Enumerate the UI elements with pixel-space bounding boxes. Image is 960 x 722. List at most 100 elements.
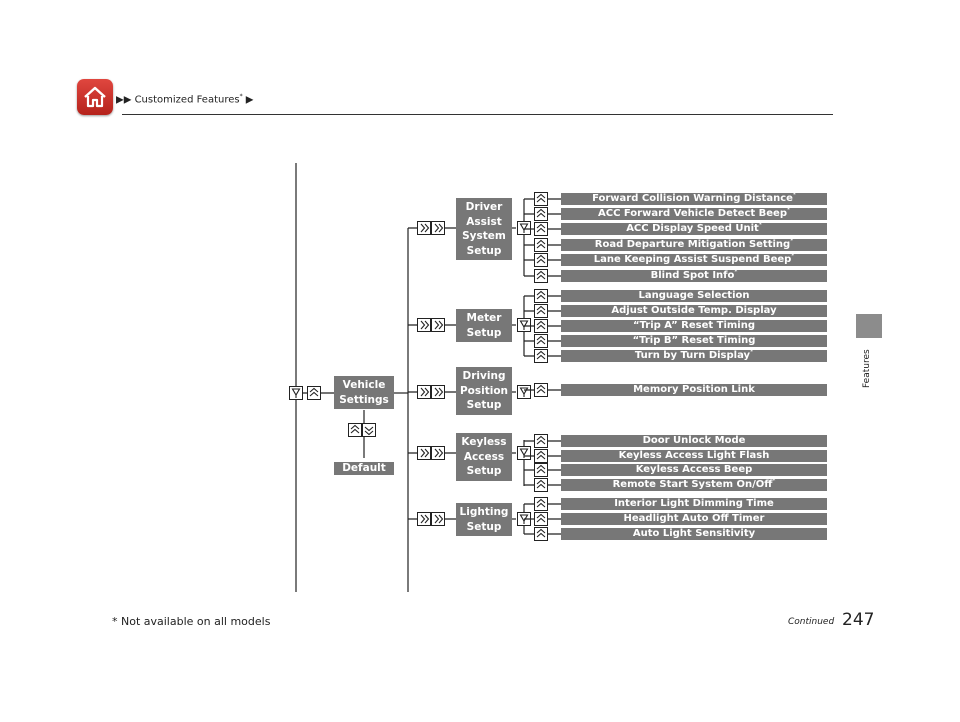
up-button-icon	[533, 477, 549, 493]
scroll-button-icon	[416, 220, 432, 236]
menu-item[interactable]: “Trip A” Reset Timing	[561, 320, 827, 332]
up-button-icon	[533, 333, 549, 349]
header-rule	[122, 114, 833, 115]
menu-item-label: Auto Light Sensitivity	[632, 528, 756, 539]
section-tab[interactable]	[856, 314, 882, 338]
select-button-icon	[516, 220, 532, 236]
menu-item-label: ACC Display Speed Unit	[626, 223, 759, 234]
group-box-driver-assist[interactable]: Driver Assist System Setup	[456, 198, 512, 260]
home-button[interactable]	[77, 79, 113, 115]
up-button-icon	[533, 511, 549, 527]
up-button-icon	[533, 237, 549, 253]
menu-item[interactable]: Remote Start System On/Off*	[561, 479, 827, 491]
continued-label: Continued	[788, 617, 835, 627]
select-button-icon	[516, 317, 532, 333]
up-button-icon	[533, 348, 549, 364]
menu-item-label: Remote Start System On/Off	[612, 479, 773, 490]
group-box-driving-position[interactable]: Driving Position Setup	[456, 367, 512, 415]
menu-item-label: Interior Light Dimming Time	[614, 498, 774, 509]
group-box-lighting[interactable]: Lighting Setup	[456, 503, 512, 536]
page-number: 247	[842, 610, 875, 630]
group-label: Keyless Access Setup	[461, 436, 507, 477]
menu-item-label: Forward Collision Warning Distance	[592, 193, 793, 204]
scroll-button-icon	[416, 445, 432, 461]
menu-item[interactable]: Adjust Outside Temp. Display	[561, 305, 827, 317]
menu-item-label: Road Departure Mitigation Setting	[594, 239, 791, 250]
up-button-icon	[533, 191, 549, 207]
not-available-mark: *	[750, 350, 754, 356]
menu-item[interactable]: Turn by Turn Display*	[561, 350, 827, 362]
menu-item-label: “Trip B” Reset Timing	[632, 335, 756, 346]
not-available-mark: *	[787, 208, 790, 214]
select-button-icon	[288, 385, 304, 401]
menu-item-label: “Trip A” Reset Timing	[632, 320, 756, 331]
up-button-icon	[306, 385, 322, 401]
menu-item[interactable]: Memory Position Link	[561, 384, 827, 396]
menu-item[interactable]: ACC Forward Vehicle Detect Beep*	[561, 208, 827, 220]
menu-item[interactable]: Language Selection	[561, 290, 827, 302]
scroll-button-icon	[430, 384, 446, 400]
breadcrumb-arrow-icon: ▶	[245, 94, 254, 106]
select-button-icon	[516, 384, 532, 400]
group-box-keyless-access[interactable]: Keyless Access Setup	[456, 433, 512, 481]
menu-item-label: Turn by Turn Display	[634, 350, 751, 361]
menu-item[interactable]: Keyless Access Beep	[561, 464, 827, 476]
breadcrumb-mark: *	[239, 93, 243, 100]
root-category-label: Vehicle Settings	[339, 379, 389, 406]
up-button-icon	[533, 252, 549, 268]
group-label: Driver Assist System Setup	[462, 201, 506, 257]
not-available-mark: *	[790, 239, 794, 245]
scroll-button-icon	[416, 384, 432, 400]
footnote: * Not available on all models	[112, 615, 271, 628]
menu-item[interactable]: Forward Collision Warning Distance*	[561, 193, 827, 205]
not-available-mark: *	[792, 193, 796, 199]
up-button-icon	[533, 303, 549, 319]
up-button-icon	[533, 526, 549, 542]
menu-item[interactable]: “Trip B” Reset Timing	[561, 335, 827, 347]
menu-item[interactable]: Keyless Access Light Flash	[561, 450, 827, 462]
scroll-button-icon	[416, 511, 432, 527]
menu-item[interactable]: Interior Light Dimming Time	[561, 498, 827, 510]
up-button-icon	[533, 318, 549, 334]
not-available-mark: *	[758, 223, 762, 229]
menu-item-label: Blind Spot Info	[650, 270, 735, 281]
menu-item-label: Keyless Access Light Flash	[618, 450, 770, 461]
menu-item-label: Memory Position Link	[633, 384, 755, 395]
menu-item-label: Language Selection	[638, 290, 750, 301]
scroll-button-icon	[430, 511, 446, 527]
breadcrumb-arrow-icon: ▶▶	[116, 94, 132, 106]
menu-item-label: Keyless Access Beep	[635, 464, 753, 475]
menu-item[interactable]: Blind Spot Info*	[561, 270, 827, 282]
menu-item[interactable]: ACC Display Speed Unit*	[561, 223, 827, 235]
scroll-button-icon	[430, 220, 446, 236]
select-button-icon	[516, 445, 532, 461]
breadcrumb-link[interactable]: Customized Features	[134, 94, 240, 106]
up-button-icon	[533, 206, 549, 222]
up-button-icon	[347, 422, 363, 438]
up-button-icon	[533, 433, 549, 449]
menu-item[interactable]: Road Departure Mitigation Setting*	[561, 239, 827, 251]
menu-item-label: Door Unlock Mode	[642, 435, 746, 446]
menu-item-label: Headlight Auto Off Timer	[623, 513, 765, 524]
menu-item[interactable]: Door Unlock Mode	[561, 435, 827, 447]
up-button-icon	[533, 462, 549, 478]
group-box-meter[interactable]: Meter Setup	[456, 309, 512, 342]
menu-item[interactable]: Auto Light Sensitivity	[561, 528, 827, 540]
root-category-box[interactable]: Vehicle Settings	[334, 376, 394, 409]
scroll-button-icon	[430, 445, 446, 461]
menu-item-label: ACC Forward Vehicle Detect Beep	[597, 208, 787, 219]
up-button-icon	[533, 382, 549, 398]
menu-item[interactable]: Headlight Auto Off Timer	[561, 513, 827, 525]
group-label: Driving Position Setup	[459, 370, 509, 411]
group-label: Lighting Setup	[459, 506, 509, 533]
menu-item-label: Adjust Outside Temp. Display	[611, 305, 777, 316]
scroll-button-icon	[416, 317, 432, 333]
breadcrumb[interactable]: ▶▶ Customized Features* ▶	[116, 93, 253, 105]
menu-item[interactable]: Lane Keeping Assist Suspend Beep*	[561, 254, 827, 266]
scroll-button-icon	[430, 317, 446, 333]
menu-item-label: Lane Keeping Assist Suspend Beep	[593, 254, 792, 265]
default-box[interactable]: Default	[334, 462, 394, 475]
down-button-icon	[361, 422, 377, 438]
up-button-icon	[533, 221, 549, 237]
